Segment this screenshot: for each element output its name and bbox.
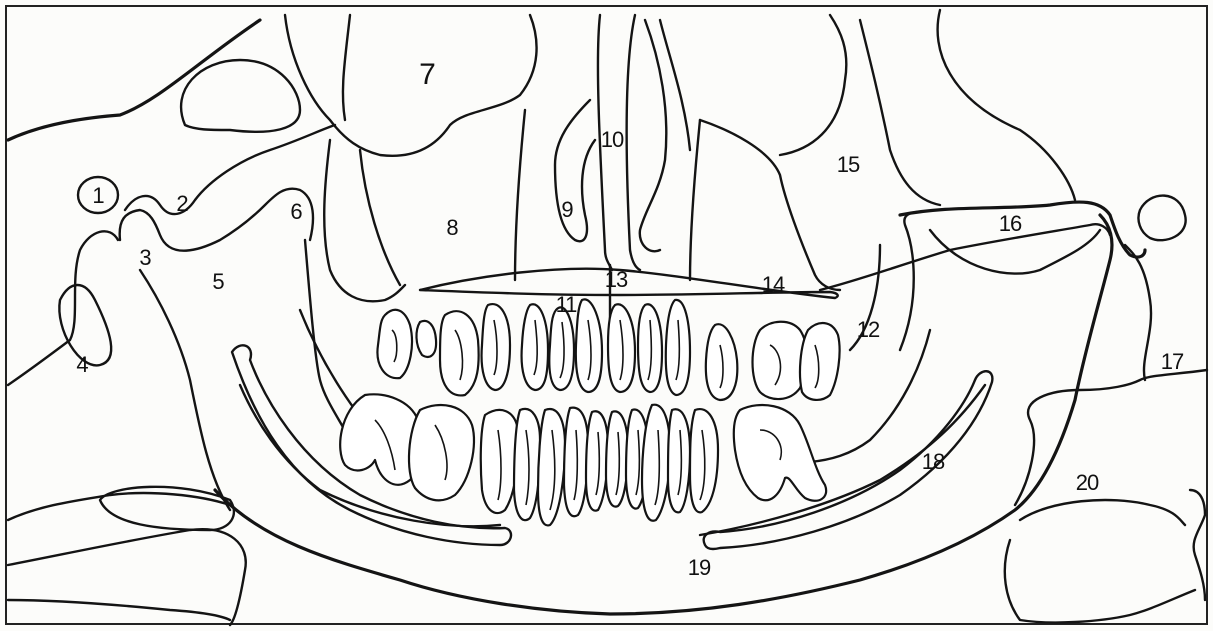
lower-teeth <box>340 394 826 525</box>
lower-tooth <box>734 405 826 501</box>
upper-tooth <box>706 324 738 400</box>
upper-tooth <box>608 304 635 392</box>
label-19: 19 <box>688 557 710 579</box>
soft-tissue-right <box>930 230 1100 274</box>
label-12: 12 <box>857 319 879 341</box>
right-vertebra <box>1190 490 1205 600</box>
upper-tooth <box>800 323 840 400</box>
label-6: 6 <box>290 201 301 223</box>
left-hyoid-shadow <box>8 493 230 520</box>
right-neck-line <box>1015 370 1207 505</box>
label-10: 10 <box>601 129 623 151</box>
left-posterior-ramus <box>140 270 230 510</box>
label-15: 15 <box>837 154 859 176</box>
upper-teeth <box>377 299 839 400</box>
lower-tooth <box>668 409 690 512</box>
label-17: 17 <box>1161 351 1183 373</box>
label-11: 11 <box>556 294 577 316</box>
lower-tooth <box>564 408 588 517</box>
upper-tooth <box>482 304 510 390</box>
label-3: 3 <box>139 247 150 269</box>
label-20: 20 <box>1076 472 1098 494</box>
label-8: 8 <box>446 217 457 239</box>
tongue-line <box>900 212 920 350</box>
right-zygoma <box>860 20 940 205</box>
lower-tooth <box>481 410 519 513</box>
label-14: 14 <box>762 274 784 296</box>
left-ear-structure <box>8 231 118 385</box>
right-hyoid-lower <box>1005 540 1195 622</box>
label-5: 5 <box>212 271 223 293</box>
upper-tooth <box>377 310 411 378</box>
label-18: 18 <box>922 451 944 473</box>
label-1: 1 <box>92 185 103 207</box>
right-condyle-head <box>1138 196 1185 241</box>
nasal-cavity-left-wall <box>515 110 525 280</box>
right-skull-line <box>938 10 1075 200</box>
upper-tooth <box>549 307 574 390</box>
left-articular-eminence <box>125 125 335 214</box>
label-13: 13 <box>605 269 627 291</box>
left-lower-structure <box>8 529 246 625</box>
lower-tooth <box>409 405 474 500</box>
upper-tooth <box>416 321 436 357</box>
left-skull-line <box>8 20 260 140</box>
left-ramus <box>120 189 313 251</box>
left-orbit <box>285 15 537 156</box>
upper-tooth <box>638 304 662 392</box>
nasal-cavity-right-wall <box>690 120 700 280</box>
label-2: 2 <box>176 193 187 215</box>
left-sinus-line <box>343 15 350 120</box>
label-16: 16 <box>999 213 1021 235</box>
label-7: 7 <box>419 60 435 90</box>
right-ear-structure <box>1125 245 1151 380</box>
left-sinus-floor <box>324 140 405 301</box>
upper-tooth <box>666 300 690 395</box>
left-zygomatic <box>181 60 300 132</box>
upper-tooth <box>440 311 479 395</box>
nasal-septum-right <box>627 15 640 270</box>
right-hyoid-body <box>1020 500 1185 525</box>
right-maxillary-sinus <box>700 120 840 290</box>
middle-turbinate-right <box>660 20 690 150</box>
left-lower-line <box>8 600 230 620</box>
left-sinus-inner <box>360 150 400 285</box>
lower-tooth <box>538 409 565 525</box>
upper-tooth <box>522 304 548 390</box>
posterior-pharyngeal-left <box>305 240 350 440</box>
label-9: 9 <box>561 199 572 221</box>
right-sinus-top <box>780 15 846 155</box>
lower-tooth <box>586 411 608 510</box>
inferior-turbinate-right <box>640 20 667 251</box>
label-4: 4 <box>76 354 87 376</box>
